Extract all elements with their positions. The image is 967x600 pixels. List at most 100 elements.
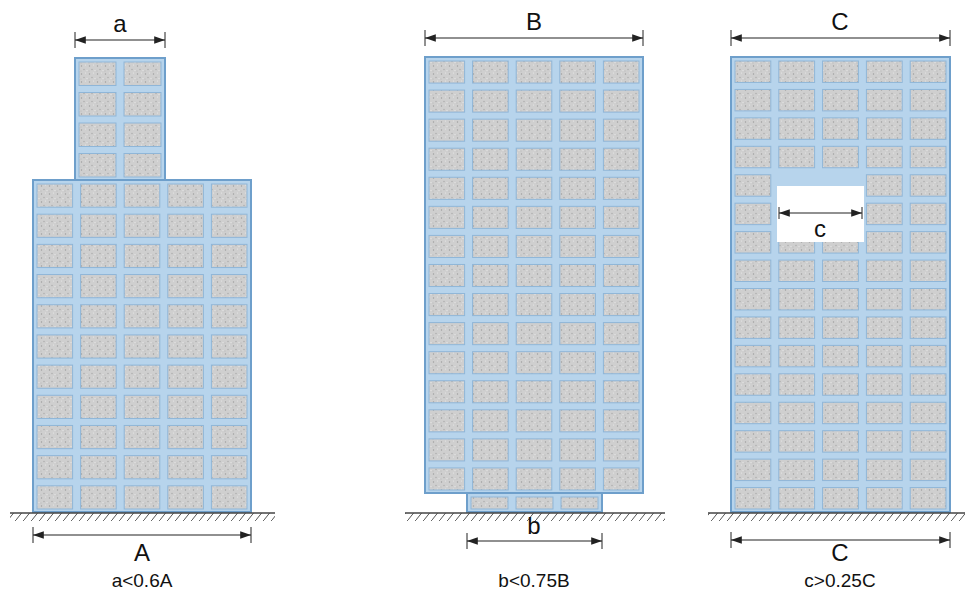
window-panel <box>473 235 509 257</box>
window-panel <box>823 402 859 423</box>
window-panel <box>124 365 160 388</box>
window-panel <box>168 486 204 509</box>
window-panel <box>603 61 639 83</box>
window-panel <box>81 214 117 237</box>
window-panel <box>735 232 771 253</box>
window-panel <box>866 203 902 224</box>
window-panel <box>910 317 946 338</box>
dimension-line <box>731 37 950 38</box>
window-panel <box>560 323 596 345</box>
extension-tick <box>251 527 252 543</box>
dimension-line <box>75 39 165 40</box>
window-panel <box>211 184 247 207</box>
window-panel <box>735 260 771 281</box>
window-panel <box>823 118 859 139</box>
window-panel <box>37 486 73 509</box>
window-panel <box>779 89 815 110</box>
window-panel <box>735 374 771 395</box>
extension-tick <box>643 30 644 46</box>
window-panel <box>603 90 639 112</box>
window-panel <box>603 468 639 490</box>
dimension-label: a <box>113 12 126 36</box>
window-panel <box>124 93 161 117</box>
window-panel <box>823 146 859 167</box>
window-panel <box>910 146 946 167</box>
window-panel <box>429 381 465 403</box>
window-panel <box>168 456 204 479</box>
window-panel <box>124 486 160 509</box>
window-panel <box>779 374 815 395</box>
dimension-label: C <box>831 541 848 565</box>
window-panel <box>473 468 509 490</box>
window-panel <box>735 345 771 366</box>
window-panel <box>168 365 204 388</box>
window-panel <box>473 148 509 170</box>
window-panel <box>910 232 946 253</box>
dimension-label: B <box>526 10 542 34</box>
window-panel <box>124 456 160 479</box>
window-panel <box>37 395 73 418</box>
window-panel <box>910 203 946 224</box>
window-panel <box>910 431 946 452</box>
window-panel <box>866 431 902 452</box>
window-panel <box>79 123 116 147</box>
window-panel <box>560 264 596 286</box>
window-panel <box>910 118 946 139</box>
window-panel <box>168 275 204 298</box>
window-panel <box>429 148 465 170</box>
window-panel <box>429 206 465 228</box>
window-panel <box>81 184 117 207</box>
window-panel <box>910 89 946 110</box>
window-panel <box>866 118 902 139</box>
ground-line <box>708 512 965 514</box>
window-panel <box>124 305 160 328</box>
ratio-note: b<0.75B <box>498 571 569 590</box>
window-panel <box>910 402 946 423</box>
window-panel <box>516 410 552 432</box>
window-panel <box>603 439 639 461</box>
window-panel <box>779 345 815 366</box>
window-panel <box>37 275 73 298</box>
window-panel <box>560 439 596 461</box>
window-panel <box>168 335 204 358</box>
ratio-note: a<0.6A <box>112 571 173 590</box>
window-panel <box>37 244 73 267</box>
window-panel <box>429 352 465 374</box>
dimension-label: A <box>134 541 150 565</box>
window-panel <box>429 90 465 112</box>
window-panel <box>779 402 815 423</box>
window-panel <box>211 425 247 448</box>
window-panel <box>603 206 639 228</box>
window-panel <box>560 90 596 112</box>
window-panel <box>779 118 815 139</box>
window-panel <box>735 203 771 224</box>
window-panel <box>429 468 465 490</box>
window-panel <box>81 425 117 448</box>
window-panel <box>37 335 73 358</box>
ground-line <box>10 512 275 514</box>
window-panel <box>81 244 117 267</box>
dimension-line <box>779 212 862 213</box>
window-panel <box>211 456 247 479</box>
window-panel <box>735 146 771 167</box>
window-panel <box>429 294 465 316</box>
window-panel <box>124 214 160 237</box>
window-panel <box>866 146 902 167</box>
extension-tick <box>467 533 468 549</box>
window-panel <box>823 260 859 281</box>
window-panel <box>910 175 946 196</box>
window-panel <box>910 289 946 310</box>
window-panel <box>603 352 639 374</box>
window-panel <box>37 184 73 207</box>
window-panel <box>779 260 815 281</box>
window-panel <box>124 335 160 358</box>
window-panel <box>560 206 596 228</box>
window-panel <box>910 374 946 395</box>
window-panel <box>79 62 116 86</box>
window-panel <box>473 90 509 112</box>
window-panel <box>735 459 771 480</box>
window-panel <box>473 323 509 345</box>
window-panel <box>429 61 465 83</box>
dimension-label: c <box>814 217 826 241</box>
